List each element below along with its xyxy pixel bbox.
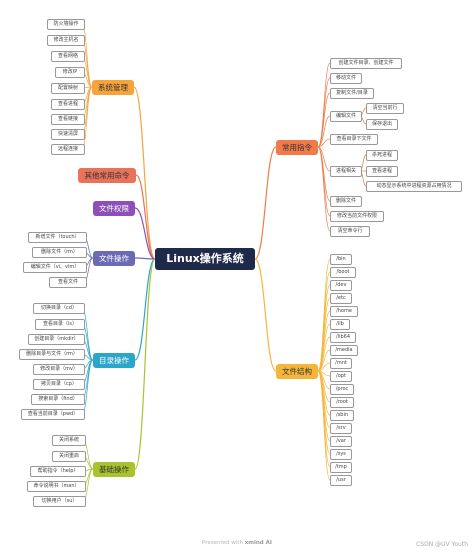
leaf-root[interactable]: /root: [330, 397, 354, 408]
leaf-mnt[interactable]: /mnt: [330, 358, 352, 369]
leaf-rm-file[interactable]: 删除文件（rm）: [32, 247, 87, 258]
topic-file-permissions[interactable]: 文件权限: [93, 201, 135, 216]
leaf-create[interactable]: 创建文件目录、创建文件: [330, 58, 402, 69]
leaf-process[interactable]: 查看进程: [51, 99, 85, 110]
leaf-view-file[interactable]: 查看文件: [49, 277, 87, 288]
connector-common-leaf-4: [317, 138, 331, 148]
leaf-save-exit[interactable]: 保存退出: [366, 119, 398, 130]
topic-directory-operations[interactable]: 目录操作: [93, 353, 135, 368]
leaf-pwd[interactable]: 查看当前目录（pwd）: [21, 409, 85, 420]
leaf-vim[interactable]: 编辑文件（vi、vim）: [23, 262, 87, 273]
connector-structure-leaf-7: [317, 349, 331, 372]
leaf-edit[interactable]: 编辑文件: [330, 111, 362, 122]
connector-center-other: [135, 174, 156, 260]
connector-center-basic: [134, 258, 156, 470]
leaf-rm-dir[interactable]: 删除目录与文件（rm）: [19, 349, 85, 360]
topic-system-management[interactable]: 系统管理: [92, 80, 134, 95]
leaf-opt[interactable]: /opt: [330, 371, 352, 382]
connector-common-leaf-2: [317, 92, 331, 148]
connector-structure-leaf-6: [317, 336, 331, 372]
connector-common-leaf-8: [317, 146, 331, 232]
leaf-home[interactable]: /home: [330, 306, 358, 317]
leaf-lib[interactable]: /lib: [330, 319, 350, 330]
leaf-copy[interactable]: 复制文件/目录: [330, 88, 374, 99]
connector-structure-leaf-17: [317, 370, 331, 481]
footer-watermark: Presented with xmind AI: [0, 540, 474, 546]
connector-center-system: [133, 86, 156, 260]
leaf-var[interactable]: /var: [330, 436, 352, 447]
connector-common-leaf-7: [317, 146, 331, 217]
leaf-links[interactable]: 查看链接: [51, 114, 85, 125]
topic-basic-operations[interactable]: 基础操作: [93, 462, 135, 477]
leaf-cp[interactable]: 拷贝目录（cp）: [33, 379, 85, 390]
leaf-sbin[interactable]: /sbin: [330, 410, 354, 421]
connector-center-file-ops: [134, 257, 156, 260]
leaf-mkdir[interactable]: 创建目录（mkdir）: [28, 334, 85, 345]
leaf-list-dir[interactable]: 查看目录下文件: [330, 134, 378, 145]
leaf-dev[interactable]: /dev: [330, 280, 352, 291]
topic-file-structure[interactable]: 文件结构: [276, 364, 318, 379]
leaf-clear-screen[interactable]: 快速清屏: [51, 129, 85, 140]
leaf-network[interactable]: 查看网络: [51, 51, 85, 62]
connector-center-structure: [254, 258, 277, 372]
leaf-su[interactable]: 切换用户（su）: [33, 496, 86, 507]
connector-common-leaf-0: [317, 62, 331, 148]
connector-structure-leaf-2: [317, 284, 331, 372]
leaf-top[interactable]: 动态显示系统中进程资源占用情况: [366, 181, 462, 192]
topic-common-commands[interactable]: 常用指令: [276, 140, 318, 155]
leaf-hostname[interactable]: 修改主机名: [47, 35, 85, 46]
leaf-remote[interactable]: 远程连接: [51, 144, 85, 155]
leaf-tmp[interactable]: /tmp: [330, 462, 352, 473]
leaf-shutdown[interactable]: 关闭系统: [52, 435, 86, 446]
connector-center-common: [254, 146, 277, 260]
leaf-mv[interactable]: 修改目录（mv）: [33, 364, 85, 375]
connector-structure-leaf-5: [317, 323, 331, 372]
connector-common-leaf-1: [317, 77, 331, 148]
credit-watermark: CSDN @UV Youth: [416, 541, 468, 548]
leaf-delete-file[interactable]: 删除文件: [330, 196, 362, 207]
topic-file-operations[interactable]: 文件操作: [93, 251, 135, 266]
footer-brand: xmind AI: [244, 540, 272, 546]
leaf-boot[interactable]: /boot: [330, 267, 356, 278]
leaf-move[interactable]: 移动文件: [330, 73, 362, 84]
connector-center-dir-ops: [134, 258, 156, 361]
connector-structure-leaf-1: [317, 271, 331, 372]
leaf-clear-line[interactable]: 清空当前行: [366, 103, 404, 114]
connector-system-leaf-7: [81, 86, 93, 135]
leaf-srv[interactable]: /srv: [330, 423, 352, 434]
leaf-chmod[interactable]: 修改当前文件权限: [330, 211, 384, 222]
topic-other-commands[interactable]: 其他常用命令: [78, 168, 136, 183]
leaf-sys[interactable]: /sys: [330, 449, 352, 460]
leaf-media[interactable]: /media: [330, 345, 358, 356]
connector-common-leaf-3: [317, 115, 331, 148]
leaf-bin[interactable]: /bin: [330, 254, 352, 265]
leaf-man[interactable]: 命令说明书（man）: [27, 481, 86, 492]
leaf-help[interactable]: 帮助指令（help）: [30, 466, 86, 477]
leaf-reboot[interactable]: 关闭重启: [52, 451, 86, 462]
leaf-firewall[interactable]: 防火墙操作: [47, 19, 85, 30]
central-topic[interactable]: Linux操作系统: [155, 248, 255, 270]
leaf-process-related[interactable]: 进程相关: [330, 166, 362, 177]
leaf-lib64[interactable]: /lib64: [330, 332, 356, 343]
leaf-modify-ip[interactable]: 修改IP: [55, 67, 85, 78]
connector-center-perm: [134, 207, 156, 260]
leaf-usr[interactable]: /usr: [330, 475, 352, 486]
footer-prefix: Presented with: [202, 540, 243, 546]
leaf-mapping[interactable]: 配置映射: [51, 83, 85, 94]
leaf-proc[interactable]: /proc: [330, 384, 354, 395]
leaf-find[interactable]: 搜索目录（find）: [31, 394, 85, 405]
leaf-touch[interactable]: 新增文件（touch）: [28, 232, 87, 243]
leaf-ls[interactable]: 查看目录（ls）: [35, 319, 85, 330]
leaf-clear-cmd[interactable]: 清空命令行: [330, 226, 370, 237]
leaf-etc[interactable]: /etc: [330, 293, 352, 304]
leaf-kill[interactable]: 杀死进程: [366, 150, 398, 161]
leaf-ps[interactable]: 查看进程: [366, 166, 398, 177]
leaf-cd[interactable]: 切换目录（cd）: [33, 303, 85, 314]
